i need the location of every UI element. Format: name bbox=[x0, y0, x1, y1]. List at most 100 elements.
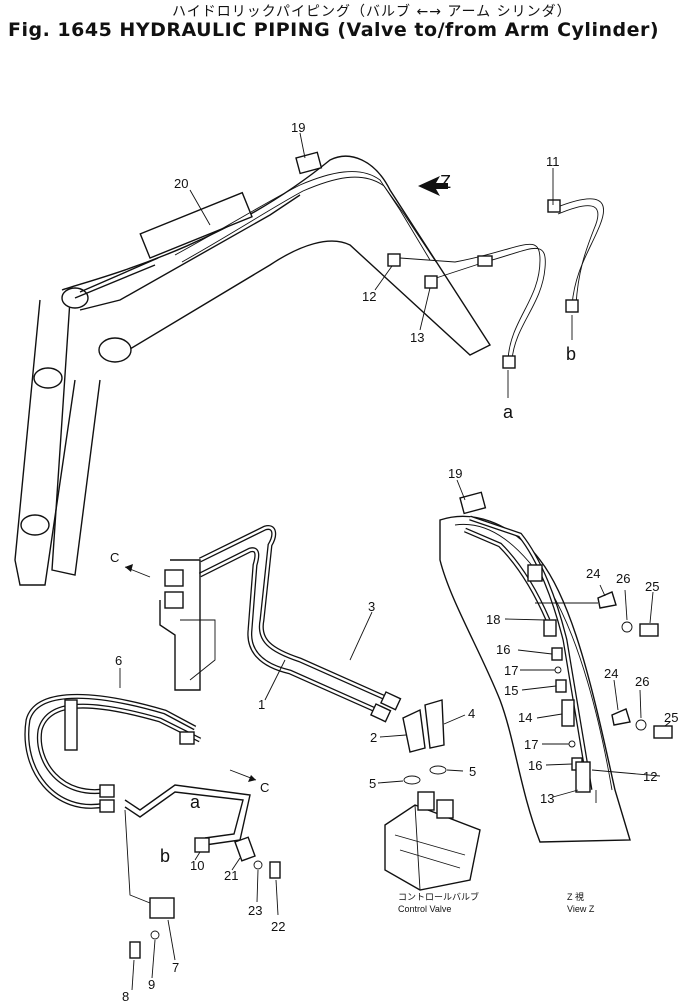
clamp-24-lower bbox=[611, 708, 631, 726]
callout-5-left: 5 bbox=[369, 776, 376, 791]
callout-24-lower: 24 bbox=[604, 666, 618, 681]
callout-16-upper: 16 bbox=[496, 642, 510, 657]
o-ring-17-upper bbox=[554, 666, 562, 674]
figure-header: ハイドロリックパイピング（バルブ ←→ アーム シリンダ） Fig. 1645 … bbox=[0, 0, 683, 48]
callout-4: 4 bbox=[468, 706, 475, 721]
marker-a-low: a bbox=[190, 792, 201, 812]
control-valve-caption-en: Control Valve bbox=[398, 904, 451, 914]
view-z-arrow bbox=[418, 176, 448, 196]
callout-22: 22 bbox=[271, 919, 285, 934]
clamp-21 bbox=[234, 836, 256, 862]
fitting-18 bbox=[543, 619, 557, 637]
clamp-19-view-z bbox=[459, 491, 487, 515]
callout-10: 10 bbox=[190, 858, 204, 873]
clamp-19-top bbox=[295, 151, 323, 175]
fitting-block-lower bbox=[164, 591, 184, 609]
bolt-22 bbox=[269, 861, 281, 879]
marker-b-top: b bbox=[566, 344, 576, 364]
bolt-25-lower bbox=[653, 725, 673, 739]
bucket-pin bbox=[20, 514, 50, 536]
arm-outline-left bbox=[14, 299, 76, 586]
clamp-6 bbox=[64, 699, 78, 751]
callout-19-top: 19 bbox=[291, 120, 305, 135]
callout-5-right: 5 bbox=[469, 764, 476, 779]
hose-11-a bbox=[399, 243, 541, 361]
callout-16-lower: 16 bbox=[528, 758, 542, 773]
o-ring-17-lower bbox=[568, 740, 576, 748]
fitting-13-view-z bbox=[575, 761, 591, 793]
elbow-4 bbox=[424, 699, 445, 749]
callout-3: 3 bbox=[368, 599, 375, 614]
bolt-8 bbox=[129, 941, 141, 959]
washer-26-upper bbox=[621, 621, 633, 633]
callout-23: 23 bbox=[248, 903, 262, 918]
hose-11-b bbox=[554, 198, 604, 306]
callout-8: 8 bbox=[122, 989, 129, 1003]
elbow-2 bbox=[402, 708, 426, 753]
marker-z: Z bbox=[440, 172, 451, 192]
boom-hose-1 bbox=[174, 171, 431, 261]
fitting-b-top bbox=[565, 299, 579, 313]
callout-12-view-z: 12 bbox=[643, 769, 657, 784]
callout-18: 18 bbox=[486, 612, 500, 627]
callout-13-top: 13 bbox=[410, 330, 424, 345]
control-valve-body bbox=[384, 804, 481, 891]
control-valve-caption-jp: コントロールバルブ bbox=[398, 891, 479, 902]
washer-26-lower bbox=[635, 719, 647, 731]
boom-hose-2 bbox=[181, 176, 437, 263]
fitting-10 bbox=[194, 837, 210, 853]
callout-26-upper: 26 bbox=[616, 571, 630, 586]
view-z-detail bbox=[439, 491, 673, 843]
view-z-caption-jp: Z 視 bbox=[567, 891, 584, 902]
callout-24-upper: 24 bbox=[586, 566, 600, 581]
callout-21: 21 bbox=[224, 868, 238, 883]
fitting-block-upper bbox=[164, 569, 184, 587]
marker-c-left: C bbox=[110, 550, 119, 565]
english-title: Fig. 1645 HYDRAULIC PIPING (Valve to/fro… bbox=[8, 19, 660, 41]
o-ring-5-left bbox=[403, 775, 421, 785]
callout-2: 2 bbox=[370, 730, 377, 745]
callout-1: 1 bbox=[258, 697, 265, 712]
boom-arm-assembly bbox=[14, 151, 604, 586]
callout-17-lower: 17 bbox=[524, 737, 538, 752]
callout-25-upper: 25 bbox=[645, 579, 659, 594]
callout-14: 14 bbox=[518, 710, 532, 725]
marker-b-low: b bbox=[160, 846, 170, 866]
fitting-13-top bbox=[424, 275, 438, 289]
fitting-15 bbox=[555, 679, 567, 693]
callout-9: 9 bbox=[148, 977, 155, 992]
leader-lines bbox=[119, 132, 671, 991]
callout-11: 11 bbox=[546, 154, 560, 169]
callout-20: 20 bbox=[174, 176, 188, 191]
fitting-16-upper bbox=[551, 647, 563, 661]
bolt-25-upper bbox=[639, 623, 659, 637]
pipe-10 bbox=[124, 784, 251, 846]
arm-outline-right bbox=[51, 299, 101, 576]
arm-pin bbox=[33, 367, 63, 389]
callout-6: 6 bbox=[115, 653, 122, 668]
callout-12-top: 12 bbox=[362, 289, 376, 304]
marker-a-top: a bbox=[503, 402, 514, 422]
boom-foot-pin bbox=[98, 337, 132, 363]
arm-cylinder-rod bbox=[74, 264, 156, 299]
callout-26-lower: 26 bbox=[635, 674, 649, 689]
fitting-12-top bbox=[387, 253, 401, 267]
arm-cylinder-barrel bbox=[139, 191, 253, 259]
callout-19-view-z: 19 bbox=[448, 466, 462, 481]
washer-9 bbox=[150, 930, 160, 940]
boom-top-edge bbox=[79, 194, 301, 311]
callout-17-upper: 17 bbox=[504, 663, 518, 678]
connector-14 bbox=[561, 699, 575, 727]
fitting-a-top bbox=[502, 355, 516, 369]
bracket-left bbox=[159, 559, 201, 691]
o-ring-5-right bbox=[429, 765, 447, 775]
piping-assembly bbox=[24, 524, 481, 959]
clamp-24-upper bbox=[597, 591, 617, 609]
view-z-caption-en: View Z bbox=[567, 904, 595, 914]
callout-15: 15 bbox=[504, 683, 518, 698]
callout-13-view-z: 13 bbox=[540, 791, 554, 806]
callout-25-lower: 25 bbox=[664, 710, 678, 725]
pipe-1 bbox=[198, 547, 382, 715]
callout-7: 7 bbox=[172, 960, 179, 975]
washer-23 bbox=[253, 860, 263, 870]
